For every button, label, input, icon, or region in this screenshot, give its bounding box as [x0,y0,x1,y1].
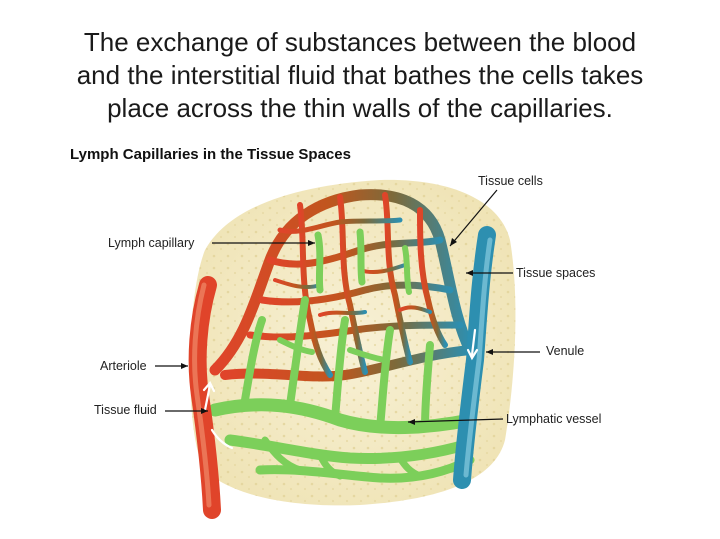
label-venule: Venule [546,344,585,358]
flow-arrows [202,328,479,450]
slide-heading: The exchange of substances between the b… [0,26,720,125]
arteriole-vessel [188,276,221,519]
heading-line-1: The exchange of substances between the b… [83,27,637,57]
label-arteriole: Arteriole [100,359,147,373]
label-lymph-capillary: Lymph capillary [108,236,195,250]
label-tissue-spaces: Tissue spaces [516,266,596,280]
label-tissue-fluid: Tissue fluid [94,403,157,417]
heading-line-2: and the interstitial fluid that bathes t… [76,60,644,90]
leader-lines [155,189,540,425]
figure-title: Lymph Capillaries in the Tissue Spaces [70,146,351,163]
label-lymphatic-vessel: Lymphatic vessel [506,412,602,426]
label-tissue-cells: Tissue cells [478,174,543,188]
heading-line-3: place across the thin walls of the capil… [107,93,613,123]
lymph-capillary-network [208,228,477,483]
